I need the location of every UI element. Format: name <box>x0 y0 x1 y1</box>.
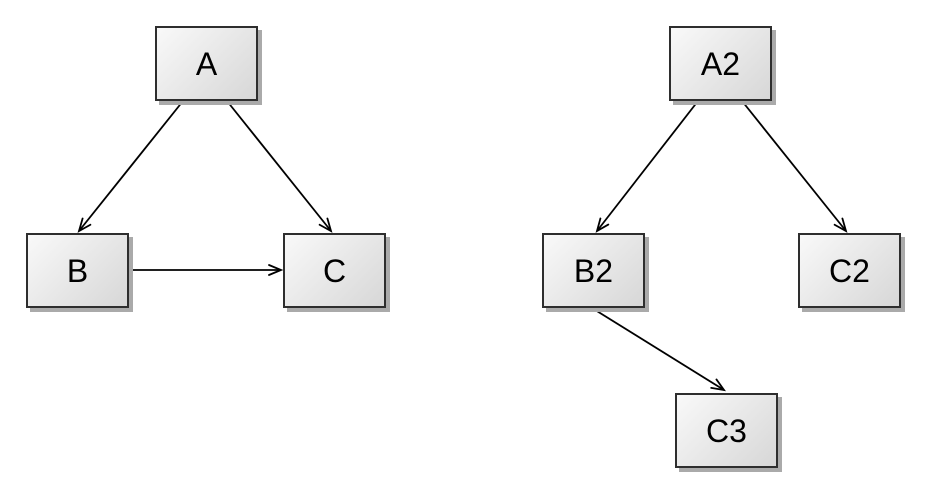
node-c2[interactable]: C2 <box>798 233 901 308</box>
node-a2[interactable]: A2 <box>669 26 772 101</box>
edge-A-C[interactable] <box>226 100 333 233</box>
edge-A2-B2[interactable] <box>595 100 699 233</box>
edge-A-B[interactable] <box>77 100 184 233</box>
edge-B2-C3[interactable] <box>591 307 726 392</box>
node-label: C <box>322 252 347 289</box>
edge-A2-C2[interactable] <box>741 100 848 233</box>
node-a[interactable]: A <box>155 26 258 101</box>
node-c3[interactable]: C3 <box>675 393 778 468</box>
node-label: C2 <box>829 252 870 289</box>
node-label: B2 <box>573 252 614 289</box>
node-label: A <box>195 45 218 82</box>
node-b[interactable]: B <box>26 233 129 308</box>
node-c[interactable]: C <box>283 233 386 308</box>
node-label: B <box>66 252 89 289</box>
node-label: A2 <box>700 45 741 82</box>
node-b2[interactable]: B2 <box>542 233 645 308</box>
node-label: C3 <box>706 412 747 449</box>
